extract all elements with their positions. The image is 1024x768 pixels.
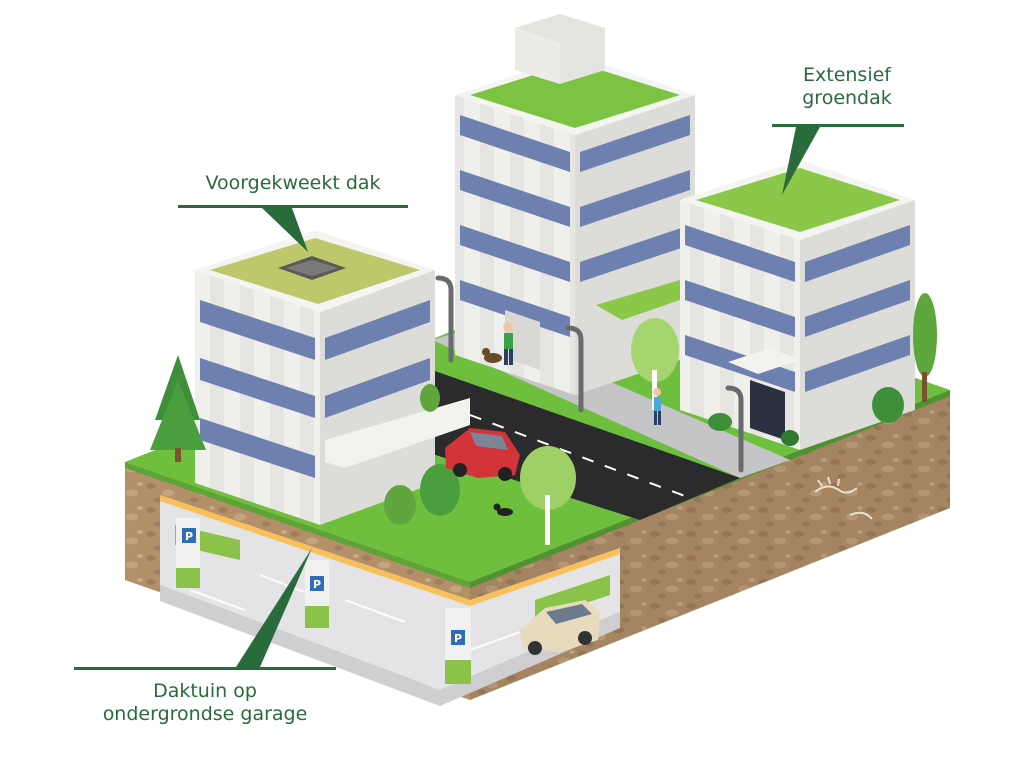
label-garden-line-1: Daktuin op: [153, 680, 257, 702]
callout-leader-prelim-roof: [178, 205, 408, 252]
building-entrance: [750, 380, 785, 440]
dog-icon: [482, 348, 502, 363]
label-extensive-line-2: groendak: [802, 87, 892, 110]
parking-sign-icon: P: [182, 528, 196, 543]
fossil-icon: [814, 476, 873, 520]
building-entrance: [505, 310, 540, 370]
label-prelim-roof: Voorgekweekt dak: [178, 172, 408, 195]
building-left: [195, 230, 470, 525]
shrub: [420, 384, 904, 446]
street-lamp-icon: [435, 275, 454, 363]
label-prelim-roof-text: Voorgekweekt dak: [205, 172, 381, 194]
extensive-roof-grass: [696, 168, 900, 232]
svg-text:P: P: [454, 632, 462, 645]
garage-pillar: [445, 608, 471, 684]
road: [420, 370, 740, 520]
person-icon: [503, 322, 513, 365]
parking-sign-icon: P: [310, 576, 324, 591]
tree-icon: [913, 293, 937, 402]
cat-icon: [493, 503, 513, 516]
label-extensive-green-roof: Extensief groendak: [772, 64, 922, 110]
garage-pillar: [305, 560, 329, 628]
svg-text:P: P: [185, 530, 193, 543]
balcony: [325, 398, 470, 468]
tree-icon: [520, 446, 576, 545]
callout-leader-extensive-roof: [772, 124, 904, 195]
center-roof-grass: [470, 62, 680, 128]
terrace-grass: [596, 280, 680, 320]
parked-car-beige: [520, 600, 600, 655]
street-lamp-icon: [725, 385, 744, 473]
building-right: [680, 160, 915, 450]
svg-text:P: P: [313, 578, 321, 591]
person-icon: [653, 388, 661, 425]
car-red: [445, 428, 520, 481]
callout-leader-roof-garden: [74, 548, 336, 670]
underground-garage: P P P: [160, 495, 620, 706]
label-roof-garden-garage: Daktuin op ondergrondse garage: [70, 680, 340, 726]
street-lamp-icon: [565, 325, 584, 413]
garage-floor: [160, 585, 620, 706]
tree-icon: [384, 464, 460, 525]
label-garden-line-2: ondergrondse garage: [102, 703, 308, 726]
tree-icon: [150, 355, 206, 462]
parking-sign-icon: P: [451, 630, 465, 645]
label-extensive-line-1: Extensief: [803, 64, 891, 86]
garage-interior: [160, 495, 620, 690]
building-center: [455, 14, 695, 395]
